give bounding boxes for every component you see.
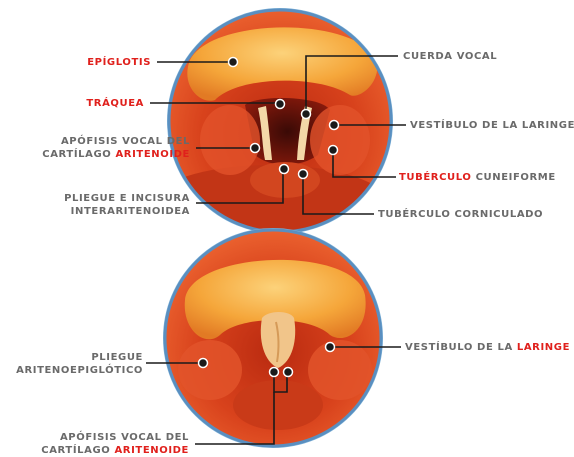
- label-pliegue-bottom-line1: PLIEGUE: [16, 351, 143, 364]
- label-tuberculo-cuneiforme: TUBÉRCULO CUNEIFORME: [399, 171, 556, 184]
- label-vestibulo-top: VESTÍBULO DE LA LARINGE: [410, 119, 574, 132]
- label-apofisis-bottom: APÓFISIS VOCAL DEL CARTÍLAGO ARITENOIDE: [41, 431, 189, 457]
- label-pliegue-top-line2: INTERARITENOIDEA: [64, 205, 190, 218]
- marker-epiglotis: [229, 58, 238, 67]
- label-traquea-text: TRÁQUEA: [86, 98, 144, 109]
- bottom-larynx-view: [160, 228, 390, 453]
- label-vestibulo-bottom: VESTÍBULO DE LA LARINGE: [405, 341, 570, 354]
- label-cuneiforme-text: CUNEIFORME: [476, 172, 556, 183]
- marker-pliegue-top: [280, 165, 289, 174]
- label-cuerda-vocal: CUERDA VOCAL: [403, 50, 497, 63]
- label-apofisis-bottom-line2a: CARTÍLAGO: [41, 445, 110, 456]
- marker-apofisis-top: [251, 144, 260, 153]
- label-apofisis-top: APÓFISIS VOCAL DEL CARTÍLAGO ARITENOIDE: [42, 135, 190, 161]
- label-apofisis-top-line2a: CARTÍLAGO: [42, 149, 111, 160]
- marker-corniculado: [299, 170, 308, 179]
- label-vestibulo-bottom-b: LARINGE: [517, 342, 570, 353]
- label-epiglotis-text: EPÍGLOTIS: [87, 57, 151, 68]
- label-pliegue-top: PLIEGUE E INCISURA INTERARITENOIDEA: [64, 192, 190, 218]
- label-pliegue-bottom: PLIEGUE ARITENOEPIGLÓTICO: [16, 351, 143, 377]
- label-apofisis-bottom-line1: APÓFISIS VOCAL DEL: [41, 431, 189, 444]
- label-vestibulo-bottom-a: VESTÍBULO DE LA: [405, 342, 513, 353]
- marker-cuerda: [302, 110, 311, 119]
- label-apofisis-bottom-line2b: ARITENOIDE: [114, 445, 189, 456]
- marker-pliegue-bottom: [199, 359, 208, 368]
- label-pliegue-top-line1: PLIEGUE E INCISURA: [64, 192, 190, 205]
- marker-traquea: [276, 100, 285, 109]
- marker-vestibulo-bottom: [326, 343, 335, 352]
- marker-cuneiforme: [329, 146, 338, 155]
- label-apofisis-top-line1: APÓFISIS VOCAL DEL: [42, 135, 190, 148]
- label-corniculado: TUBÉRCULO CORNICULADO: [378, 208, 543, 221]
- marker-vestibulo-top: [330, 121, 339, 130]
- label-epiglotis: EPÍGLOTIS: [87, 56, 151, 69]
- label-tuberculo-text: TUBÉRCULO: [399, 172, 471, 183]
- label-traquea: TRÁQUEA: [86, 97, 144, 110]
- label-apofisis-top-line2b: ARITENOIDE: [115, 149, 190, 160]
- marker-apofisis-bottom-right: [284, 368, 293, 377]
- label-pliegue-bottom-line2: ARITENOEPIGLÓTICO: [16, 364, 143, 377]
- marker-apofisis-bottom-left: [270, 368, 279, 377]
